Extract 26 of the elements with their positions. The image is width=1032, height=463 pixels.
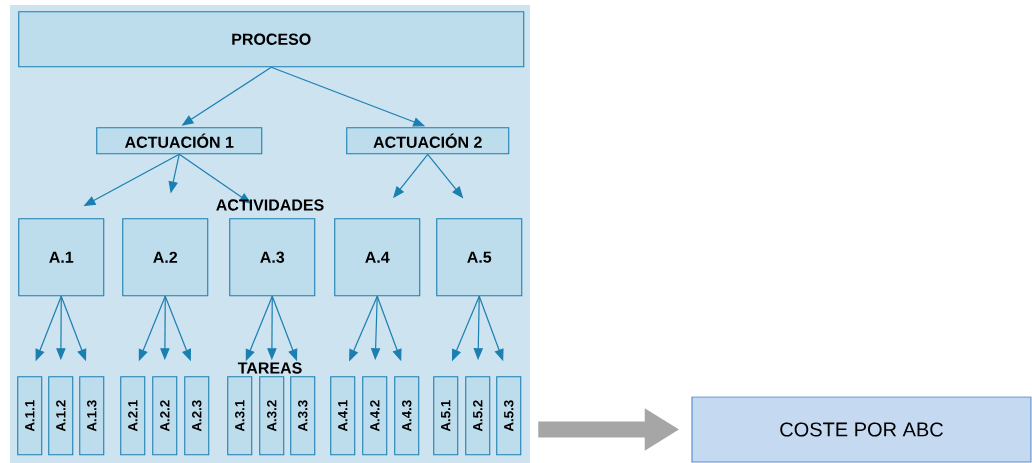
task-box: A.4.2 <box>362 376 388 456</box>
task-box: A.2.3 <box>184 376 210 456</box>
action-box: ACTUACIÓN 1 <box>96 127 263 155</box>
activity-box: A.5 <box>436 218 523 297</box>
task-box: A.3.2 <box>259 376 285 456</box>
level-label: TAREAS <box>237 362 302 374</box>
task-box: A.1.2 <box>48 376 74 456</box>
task-box: A.5.1 <box>433 376 459 456</box>
process-box: PROCESO <box>18 11 525 68</box>
task-box: A.3.1 <box>227 376 253 456</box>
task-box: A.1.3 <box>79 376 105 456</box>
activity-box: A.4 <box>334 218 421 297</box>
level-label: ACTIVIDADES <box>216 199 324 211</box>
activity-box: A.2 <box>122 218 209 297</box>
task-box: A.5.3 <box>496 376 522 456</box>
result-box: COSTE POR ABC <box>691 396 1032 463</box>
task-box: A.1.1 <box>17 376 43 456</box>
task-box: A.5.2 <box>465 376 491 456</box>
task-box: A.4.1 <box>330 376 356 456</box>
action-box: ACTUACIÓN 2 <box>346 127 510 155</box>
task-box: A.2.1 <box>120 376 146 456</box>
activity-box: A.3 <box>229 218 316 297</box>
task-box: A.3.3 <box>290 376 316 456</box>
activity-box: A.1 <box>18 218 105 297</box>
task-box: A.2.2 <box>152 376 178 456</box>
task-box: A.4.3 <box>394 376 420 456</box>
